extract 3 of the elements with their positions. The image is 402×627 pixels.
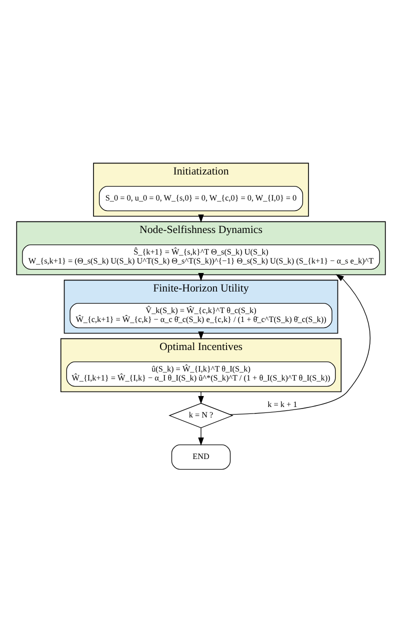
arrow (198, 391, 204, 404)
arrow (198, 428, 204, 446)
arrow (230, 274, 370, 415)
